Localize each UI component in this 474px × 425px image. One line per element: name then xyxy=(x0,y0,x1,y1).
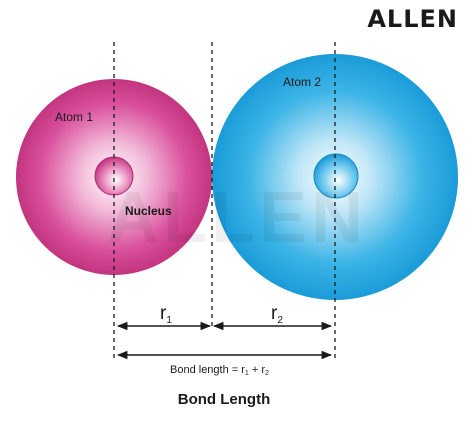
diagram-caption: Bond Length xyxy=(178,391,270,408)
atom-2-label: Atom 2 xyxy=(283,75,321,89)
r1-main: r xyxy=(160,303,167,324)
formula-sub-1: 1 xyxy=(245,370,249,377)
bond-length-formula: Bond length = r1 + r2 xyxy=(170,364,269,377)
r2-main: r xyxy=(271,303,278,324)
nucleus-label: Nucleus xyxy=(125,204,172,218)
atom-1-label: Atom 1 xyxy=(55,110,93,124)
r1-subscript: 1 xyxy=(166,315,172,326)
formula-mid: + r xyxy=(249,364,266,376)
r2-label: r2 xyxy=(271,303,283,326)
formula-prefix: Bond length = r xyxy=(170,364,245,376)
formula-sub-2: 2 xyxy=(265,370,269,377)
r2-subscript: 2 xyxy=(277,315,283,326)
allen-logo: ALLEN xyxy=(367,5,458,33)
r1-label: r1 xyxy=(160,303,172,326)
atom-2-nucleus xyxy=(313,153,359,199)
watermark: ALLEN xyxy=(107,178,367,258)
